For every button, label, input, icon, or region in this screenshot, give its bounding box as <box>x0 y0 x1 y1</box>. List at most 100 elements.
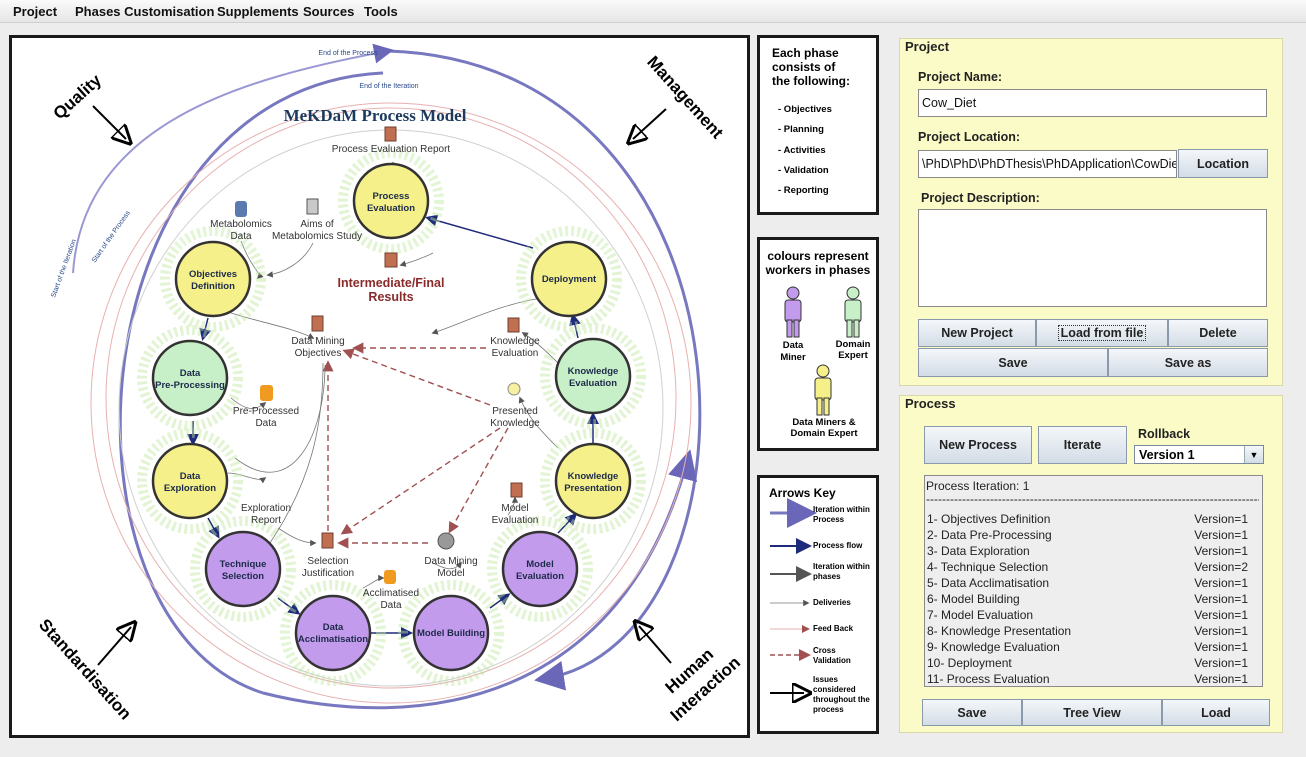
process-iteration-list[interactable]: Process Iteration: 1 -------------------… <box>924 475 1263 687</box>
tree-view-button[interactable]: Tree View <box>1022 699 1162 726</box>
arrow-key-label: Process <box>813 515 845 524</box>
location-button-label: Location <box>1196 156 1250 171</box>
new-process-button[interactable]: New Process <box>924 426 1032 464</box>
arrow-samples <box>770 498 817 731</box>
phase-row-name: 4- Technique Selection <box>927 560 1049 574</box>
phase-label: Model Building <box>417 628 485 639</box>
phase-data-preprocessing <box>151 339 229 417</box>
artifact-label: Objectives <box>295 348 342 359</box>
arrow-key-label: Issues <box>813 675 838 684</box>
process-model-svg: End of the Process End of the Iteration … <box>35 43 744 725</box>
menu-supplements[interactable]: Supplements <box>217 4 299 19</box>
load-from-file-button[interactable]: Load from file <box>1036 319 1168 347</box>
process-phase-row[interactable]: 6- Model Building Version=1 <box>927 592 1252 608</box>
artifact-label: Knowledge <box>490 336 540 347</box>
artifact-label: Knowledge <box>490 418 540 429</box>
artifact-label: Exploration <box>241 503 291 514</box>
artifact-label: Pre-Processed <box>233 406 299 417</box>
iterate-button[interactable]: Iterate <box>1038 426 1127 464</box>
artifact-label: Metabolomics Study <box>272 231 362 242</box>
phase-row-name: 9- Knowledge Evaluation <box>927 640 1060 654</box>
save-project-button[interactable]: Save <box>918 348 1108 377</box>
new-process-label: New Process <box>939 438 1017 452</box>
artifact-label: Aims of <box>300 219 334 230</box>
phase-row-version: Version=1 <box>1194 544 1248 558</box>
phase-label: Pre-Processing <box>155 380 225 391</box>
artifact-label: Metabolomics <box>210 219 272 230</box>
menu-project[interactable]: Project <box>13 4 58 19</box>
phase-technique-selection <box>204 530 282 608</box>
location-button[interactable]: Location <box>1178 149 1268 178</box>
phase-row-version: Version=1 <box>1194 592 1248 606</box>
process-phase-row[interactable]: 7- Model Evaluation Version=1 <box>927 608 1252 624</box>
artifact-label: Data <box>230 231 252 242</box>
new-project-label: New Project <box>941 326 1013 340</box>
chevron-down-icon[interactable]: ▼ <box>1244 446 1263 463</box>
results-icon <box>384 252 398 268</box>
project-name-input[interactable]: Cow_Diet <box>918 89 1267 117</box>
colour-box-title: colours represent <box>767 249 869 263</box>
rollback-select[interactable]: Version 1 ▼ <box>1134 445 1264 464</box>
artifact-label: Evaluation <box>492 348 539 359</box>
phase-row-name: 3- Data Exploration <box>927 544 1030 558</box>
phase-label: Presentation <box>564 483 622 494</box>
domain-expert-label: Expert <box>838 350 868 361</box>
project-description-textarea[interactable] <box>918 209 1267 307</box>
database-icon <box>384 570 396 584</box>
diagram-title: MeKDaM Process Model <box>284 106 467 125</box>
both-workers-figure-icon <box>814 364 832 416</box>
menu-tools[interactable]: Tools <box>364 4 398 19</box>
artifact-label: Data Mining <box>291 336 344 347</box>
project-name-label: Project Name: <box>918 70 1003 84</box>
phase-label: Objectives <box>189 269 237 280</box>
both-workers-label: Data Miners & <box>792 417 856 428</box>
phase-row-name: 7- Model Evaluation <box>927 608 1034 622</box>
start-of-process-label: Start of the Process <box>91 209 132 264</box>
phase-row-name: 11- Process Evaluation <box>927 672 1050 686</box>
arrow-key-label: Validation <box>813 656 851 665</box>
phase-row-name: 6- Model Building <box>927 592 1020 606</box>
phase-row-version: Version=1 <box>1194 608 1248 622</box>
database-icon <box>235 201 247 217</box>
arrow-key-label: Process flow <box>813 541 863 550</box>
end-of-iteration-label: End of the Iteration <box>359 83 418 90</box>
data-miner-label: Data <box>782 340 804 351</box>
project-panel: Project Project Name: Cow_Diet Project L… <box>899 38 1283 386</box>
report-icon <box>384 126 397 142</box>
arrow-key-label: considered <box>813 685 856 694</box>
project-location-input[interactable]: \PhD\PhD\PhDThesis\PhDApplication\CowDie… <box>918 150 1177 178</box>
menu-sources[interactable]: Sources <box>303 4 355 19</box>
gears-icon <box>437 532 455 550</box>
project-panel-title: Project <box>905 39 950 54</box>
phase-row-version: Version=1 <box>1194 576 1248 590</box>
arrow-key-label: Deliveries <box>813 598 851 607</box>
management-label: Management <box>643 52 727 142</box>
process-save-button[interactable]: Save <box>922 699 1022 726</box>
arrow-key-label: throughout the <box>813 695 870 704</box>
results-label: Results <box>368 290 413 304</box>
both-workers-label: Domain Expert <box>790 428 858 439</box>
new-project-button[interactable]: New Project <box>918 319 1036 347</box>
process-load-button[interactable]: Load <box>1162 699 1270 726</box>
phase-label: Technique <box>220 559 267 570</box>
ring-arrow-right <box>387 49 702 691</box>
phase-knowledge-presentation <box>554 442 632 520</box>
menu-phases-customisation[interactable]: Phases Customisation <box>75 4 215 19</box>
phase-deployment <box>530 240 608 318</box>
phase-item: - Reporting <box>778 185 829 196</box>
project-description-label: Project Description: <box>921 191 1040 205</box>
quality-label: Quality <box>50 70 106 123</box>
process-model-diagram: End of the Process End of the Iteration … <box>9 35 750 738</box>
delete-project-button[interactable]: Delete <box>1168 319 1268 347</box>
save-as-button[interactable]: Save as <box>1108 348 1268 377</box>
artifact-label: Evaluation <box>492 515 539 526</box>
process-phase-row[interactable]: 3- Data Exploration Version=1 <box>927 544 1252 560</box>
